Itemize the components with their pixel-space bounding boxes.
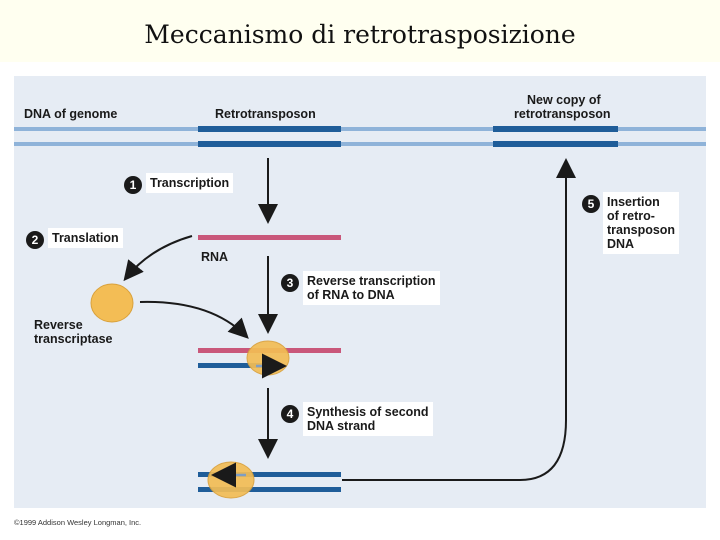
step-5-line-4: DNA — [607, 237, 635, 251]
step-5-label: Insertion of retro- transposon DNA — [603, 192, 680, 254]
step-4-badge: 4 — [281, 405, 299, 423]
slide-title: Meccanismo di retrotrasposizione — [144, 20, 576, 49]
bound-enzyme-2 — [207, 461, 255, 499]
new-copy-segment-top — [493, 126, 618, 132]
copyright-notice: ©1999 Addison Wesley Longman, Inc. — [14, 518, 142, 527]
genome-dna-top-strand — [14, 127, 706, 131]
step-1-label: Transcription — [146, 173, 234, 193]
step-4-label: Synthesis of second DNA strand — [303, 402, 433, 436]
step-5-line-1: Insertion — [607, 195, 660, 209]
enzyme-binding-arrow — [139, 300, 249, 339]
new-copy-segment-bottom — [493, 141, 618, 147]
step-3-line-2: of RNA to DNA — [307, 288, 395, 302]
reverse-transcriptase-label-line-1: Reverse — [34, 318, 83, 332]
bound-enzyme-1 — [246, 340, 290, 376]
dna-of-genome-label: DNA of genome — [24, 107, 118, 121]
step-2-badge: 2 — [26, 231, 44, 249]
step-5-line-3: transposon — [607, 223, 676, 237]
step-5-line-2: of retro- — [607, 209, 655, 223]
step-3-line-1: Reverse transcription — [307, 274, 436, 288]
genome-dna-bottom-strand — [14, 142, 706, 146]
hybrid-cdna-strand — [198, 363, 278, 368]
step-4-line-1: Synthesis of second — [307, 405, 429, 419]
step-1-badge: 1 — [124, 176, 142, 194]
step-2-line-1: Translation — [52, 231, 119, 245]
title-band — [0, 0, 720, 62]
rna-label: RNA — [201, 250, 229, 264]
retrotransposon-segment-bottom — [198, 141, 341, 147]
new-copy-label-line-1: New copy of — [527, 93, 601, 107]
dsdna-top-strand — [198, 472, 341, 477]
reverse-transcriptase-enzyme — [90, 283, 134, 323]
new-copy-label-line-2: retrotransposon — [514, 107, 611, 121]
dsdna-bottom-strand — [198, 487, 341, 492]
genome-dna — [14, 126, 706, 147]
insertion-arrow — [342, 158, 576, 481]
step-4-line-2: DNA strand — [307, 419, 376, 433]
step-2-label: Translation — [48, 228, 123, 248]
step-3-label: Reverse transcription of RNA to DNA — [303, 271, 440, 305]
step-5-badge: 5 — [582, 195, 600, 213]
translation-arrow — [123, 235, 193, 282]
retrotransposon-label: Retrotransposon — [215, 107, 316, 121]
reverse-transcriptase-label-line-2: transcriptase — [34, 332, 113, 346]
rna-strand — [198, 235, 341, 240]
step-1-line-1: Transcription — [150, 176, 230, 190]
step-3-badge: 3 — [281, 274, 299, 292]
retrotransposon-segment-top — [198, 126, 341, 132]
